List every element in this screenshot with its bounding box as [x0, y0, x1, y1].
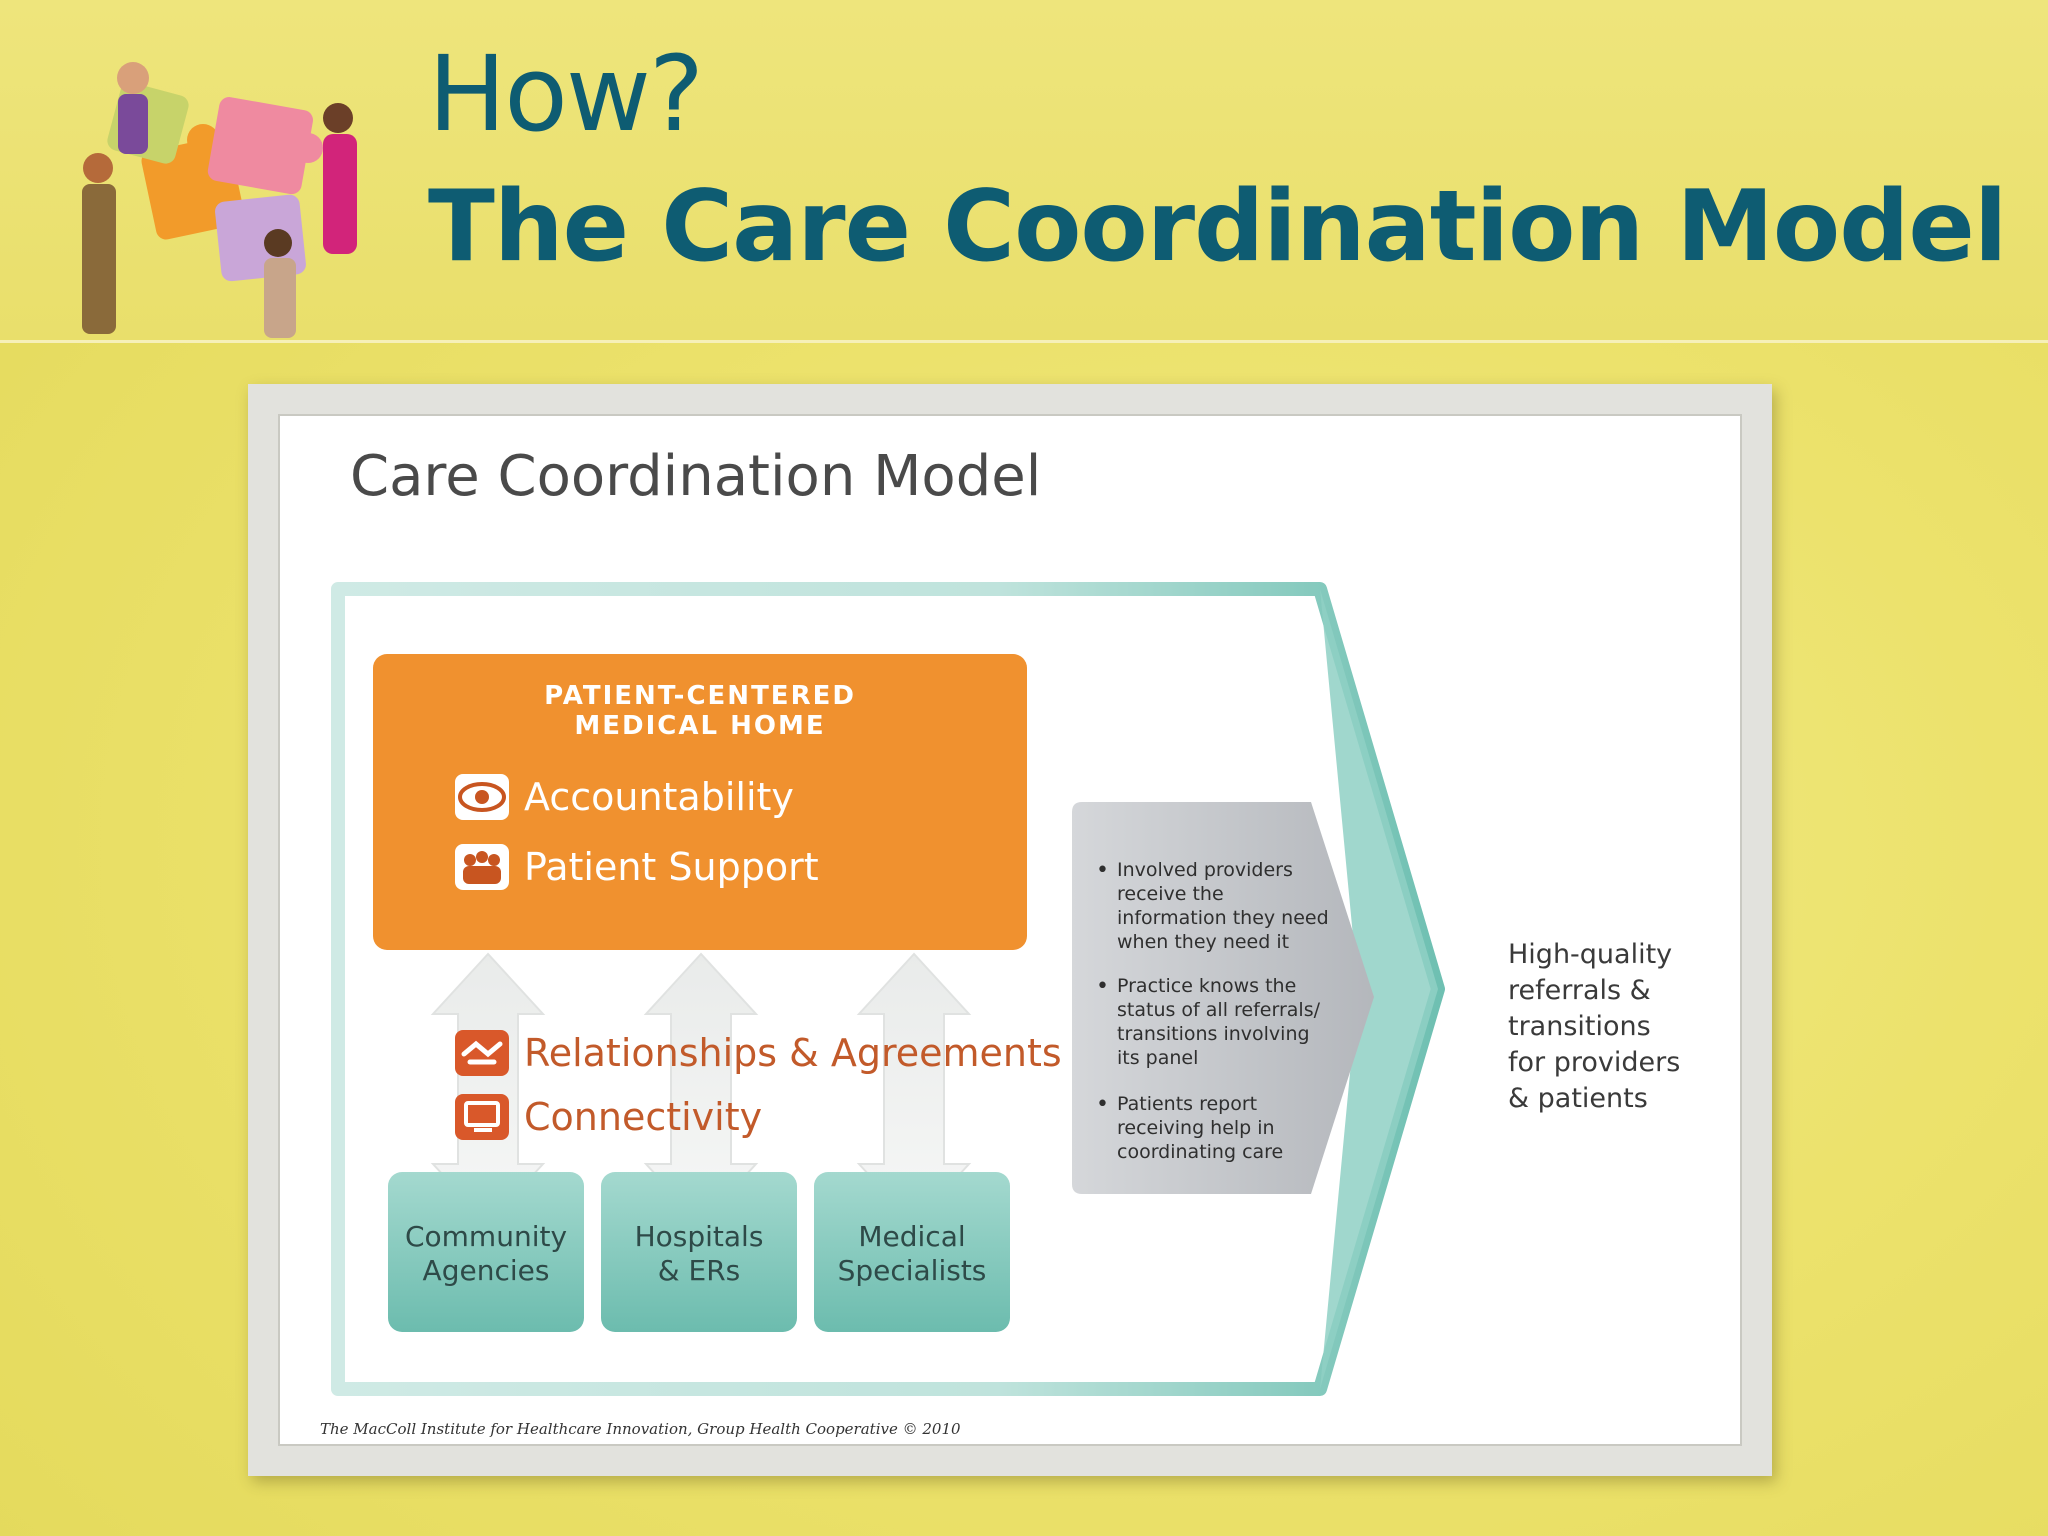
medical-specialists-box: [814, 1172, 1010, 1332]
title-care-coordination-model: The Care Coordination Model: [428, 170, 2007, 284]
handshake-icon: [455, 1030, 509, 1076]
outcome-1-line4: when they need it: [1117, 931, 1289, 953]
computer-icon: [455, 1094, 509, 1140]
outcome-3-line1: Patients report: [1117, 1093, 1257, 1115]
picture-frame: Care Coordination Model: [248, 384, 1772, 1476]
accountability-label: Accountability: [524, 775, 794, 819]
pcmh-heading-line1: PATIENT-CENTERED: [544, 681, 856, 711]
community-line1: Community: [405, 1220, 567, 1253]
result-line3: transitions: [1508, 1011, 1651, 1042]
result-line4: for providers: [1508, 1047, 1680, 1078]
patient-support-label: Patient Support: [524, 845, 819, 889]
pcmh-heading-line2: MEDICAL HOME: [574, 711, 825, 741]
outcome-3-line3: coordinating care: [1117, 1141, 1283, 1163]
hospitals-ers-box: [601, 1172, 797, 1332]
result-line1: High-quality: [1508, 939, 1672, 970]
slide-image: Care Coordination Model: [278, 414, 1742, 1446]
outcome-1-line2: receive the: [1117, 883, 1224, 905]
outcome-1-line1: Involved providers: [1117, 859, 1293, 881]
outcome-2-line1: Practice knows the: [1117, 975, 1296, 997]
specialists-line2: Specialists: [838, 1254, 987, 1287]
outcomes-panel: [1072, 802, 1374, 1194]
hospitals-line2: & ERs: [658, 1254, 740, 1287]
connectivity-label: Connectivity: [524, 1095, 762, 1139]
bullet-2: •: [1096, 974, 1109, 999]
pcmh-box: [373, 654, 1027, 950]
puzzle-team-clipart: [82, 62, 357, 338]
people-icon: [455, 844, 509, 890]
outcome-1-line3: information they need: [1117, 907, 1329, 929]
eye-icon: [455, 774, 509, 820]
bullet-3: •: [1096, 1092, 1109, 1117]
hospitals-line1: Hospitals: [635, 1220, 764, 1253]
outcome-2-line4: its panel: [1117, 1047, 1198, 1069]
footer-credit: The MacColl Institute for Healthcare Inn…: [320, 1420, 961, 1438]
result-line5: & patients: [1508, 1083, 1648, 1114]
outcome-2-line2: status of all referrals/: [1117, 999, 1321, 1021]
specialists-line1: Medical: [858, 1220, 965, 1253]
outcome-3-line2: receiving help in: [1117, 1117, 1275, 1139]
slide-title: Care Coordination Model: [350, 444, 1042, 509]
title-how: How?: [428, 33, 704, 155]
outcome-2-line3: transitions involving: [1117, 1023, 1310, 1045]
bullet-1: •: [1096, 858, 1109, 883]
chevron-tip: [1320, 589, 1438, 1389]
community-agencies-box: [388, 1172, 584, 1332]
community-line2: Agencies: [423, 1254, 550, 1287]
result-line2: referrals &: [1508, 975, 1651, 1006]
relationships-label: Relationships & Agreements: [524, 1031, 1062, 1075]
care-coordination-diagram: PATIENT-CENTERED MEDICAL HOME Accountabi…: [331, 582, 1680, 1396]
